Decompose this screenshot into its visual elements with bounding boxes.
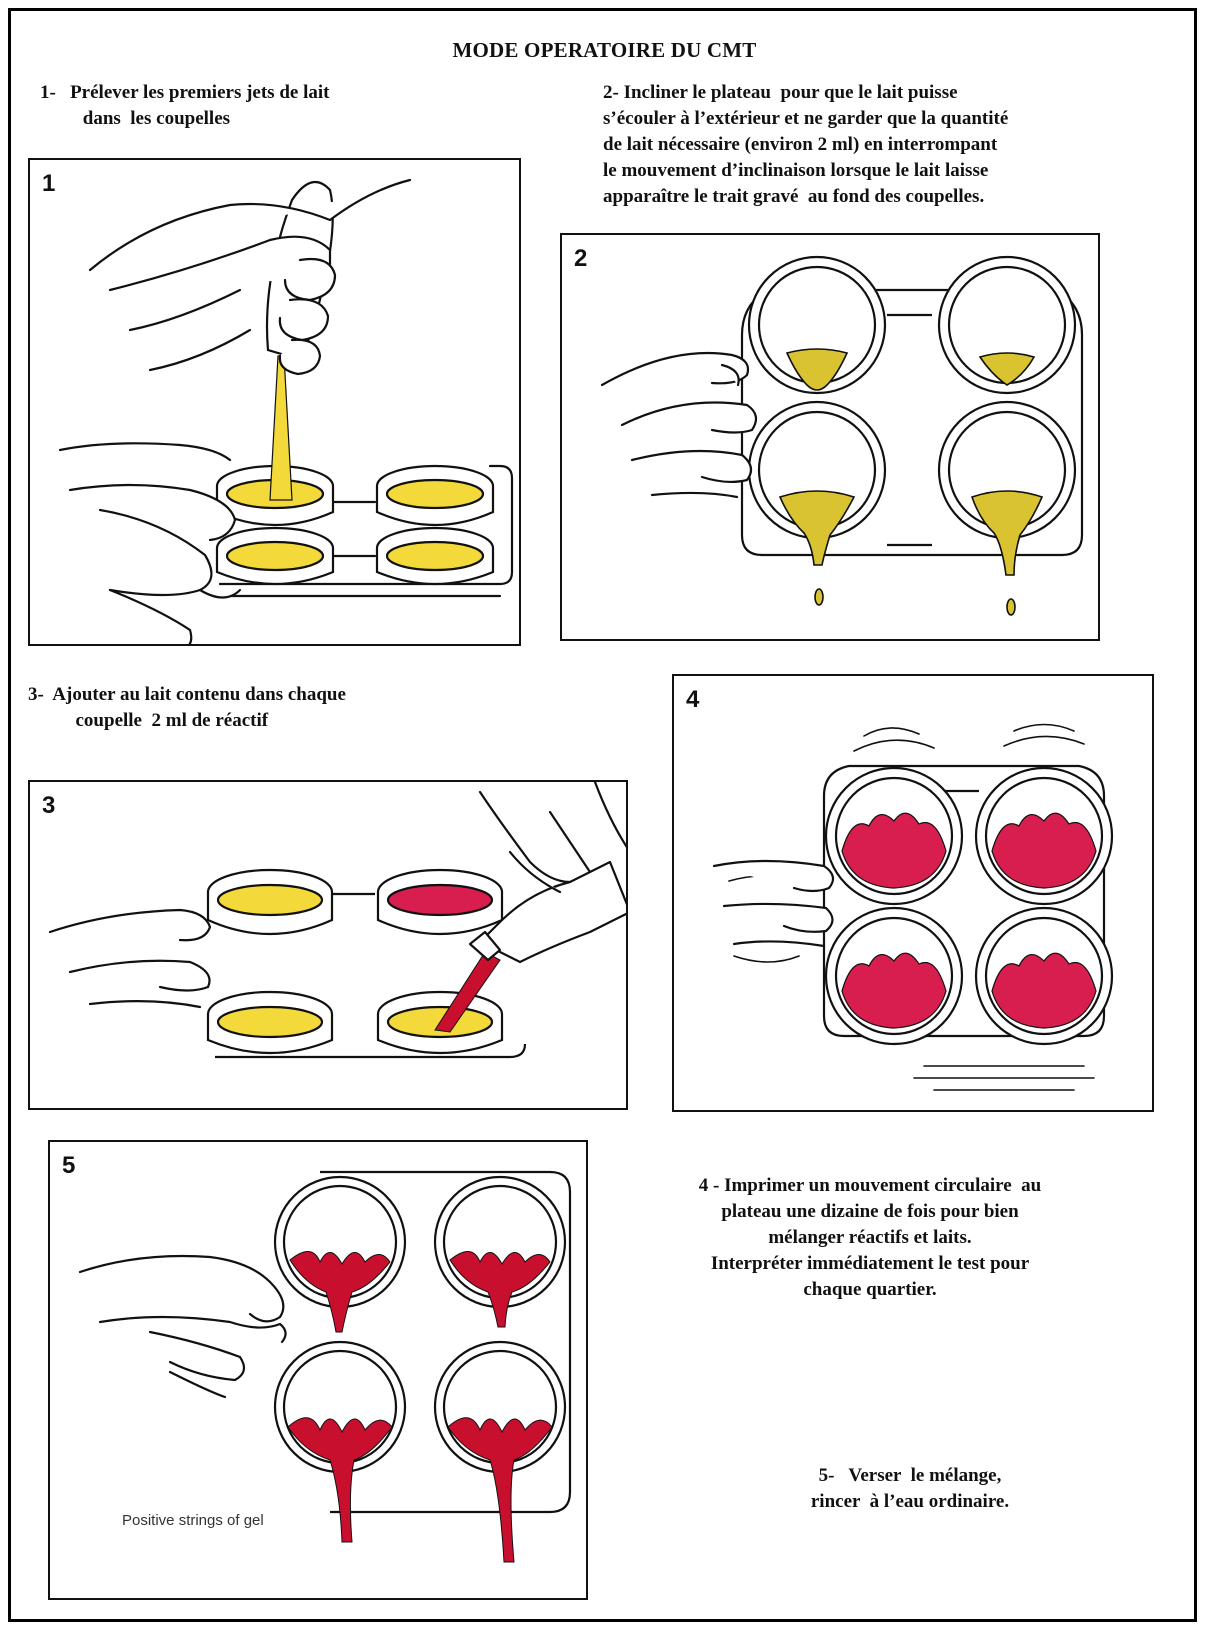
step-4-text: 4 - Imprimer un mouvement circulaire au … xyxy=(620,1173,1120,1303)
swirling-tray-illustration xyxy=(674,676,1154,1112)
gel-caption: Positive strings of gel xyxy=(122,1512,264,1529)
step-5-text: 5- Verser le mélange, rincer à l’eau ord… xyxy=(740,1463,1080,1515)
milking-into-cups-illustration xyxy=(30,160,521,646)
step-3-text: 3- Ajouter au lait contenu dans chaque c… xyxy=(28,682,346,734)
illustration-panel-5: 5 Positive strings of gel xyxy=(48,1140,588,1600)
emptying-tray-illustration xyxy=(50,1142,588,1600)
illustration-panel-3: 3 xyxy=(28,780,628,1110)
illustration-panel-2: 2 xyxy=(560,233,1100,641)
illustration-panel-1: 1 xyxy=(28,158,521,646)
illustration-panel-4: 4 xyxy=(672,674,1154,1112)
step-2-text: 2- Incliner le plateau pour que le lait … xyxy=(603,80,1008,210)
page-title: MODE OPERATOIRE DU CMT xyxy=(0,38,1209,63)
adding-reagent-illustration xyxy=(30,782,628,1110)
tilting-tray-illustration xyxy=(562,235,1100,641)
step-1-text: 1- Prélever les premiers jets de lait da… xyxy=(40,80,329,132)
